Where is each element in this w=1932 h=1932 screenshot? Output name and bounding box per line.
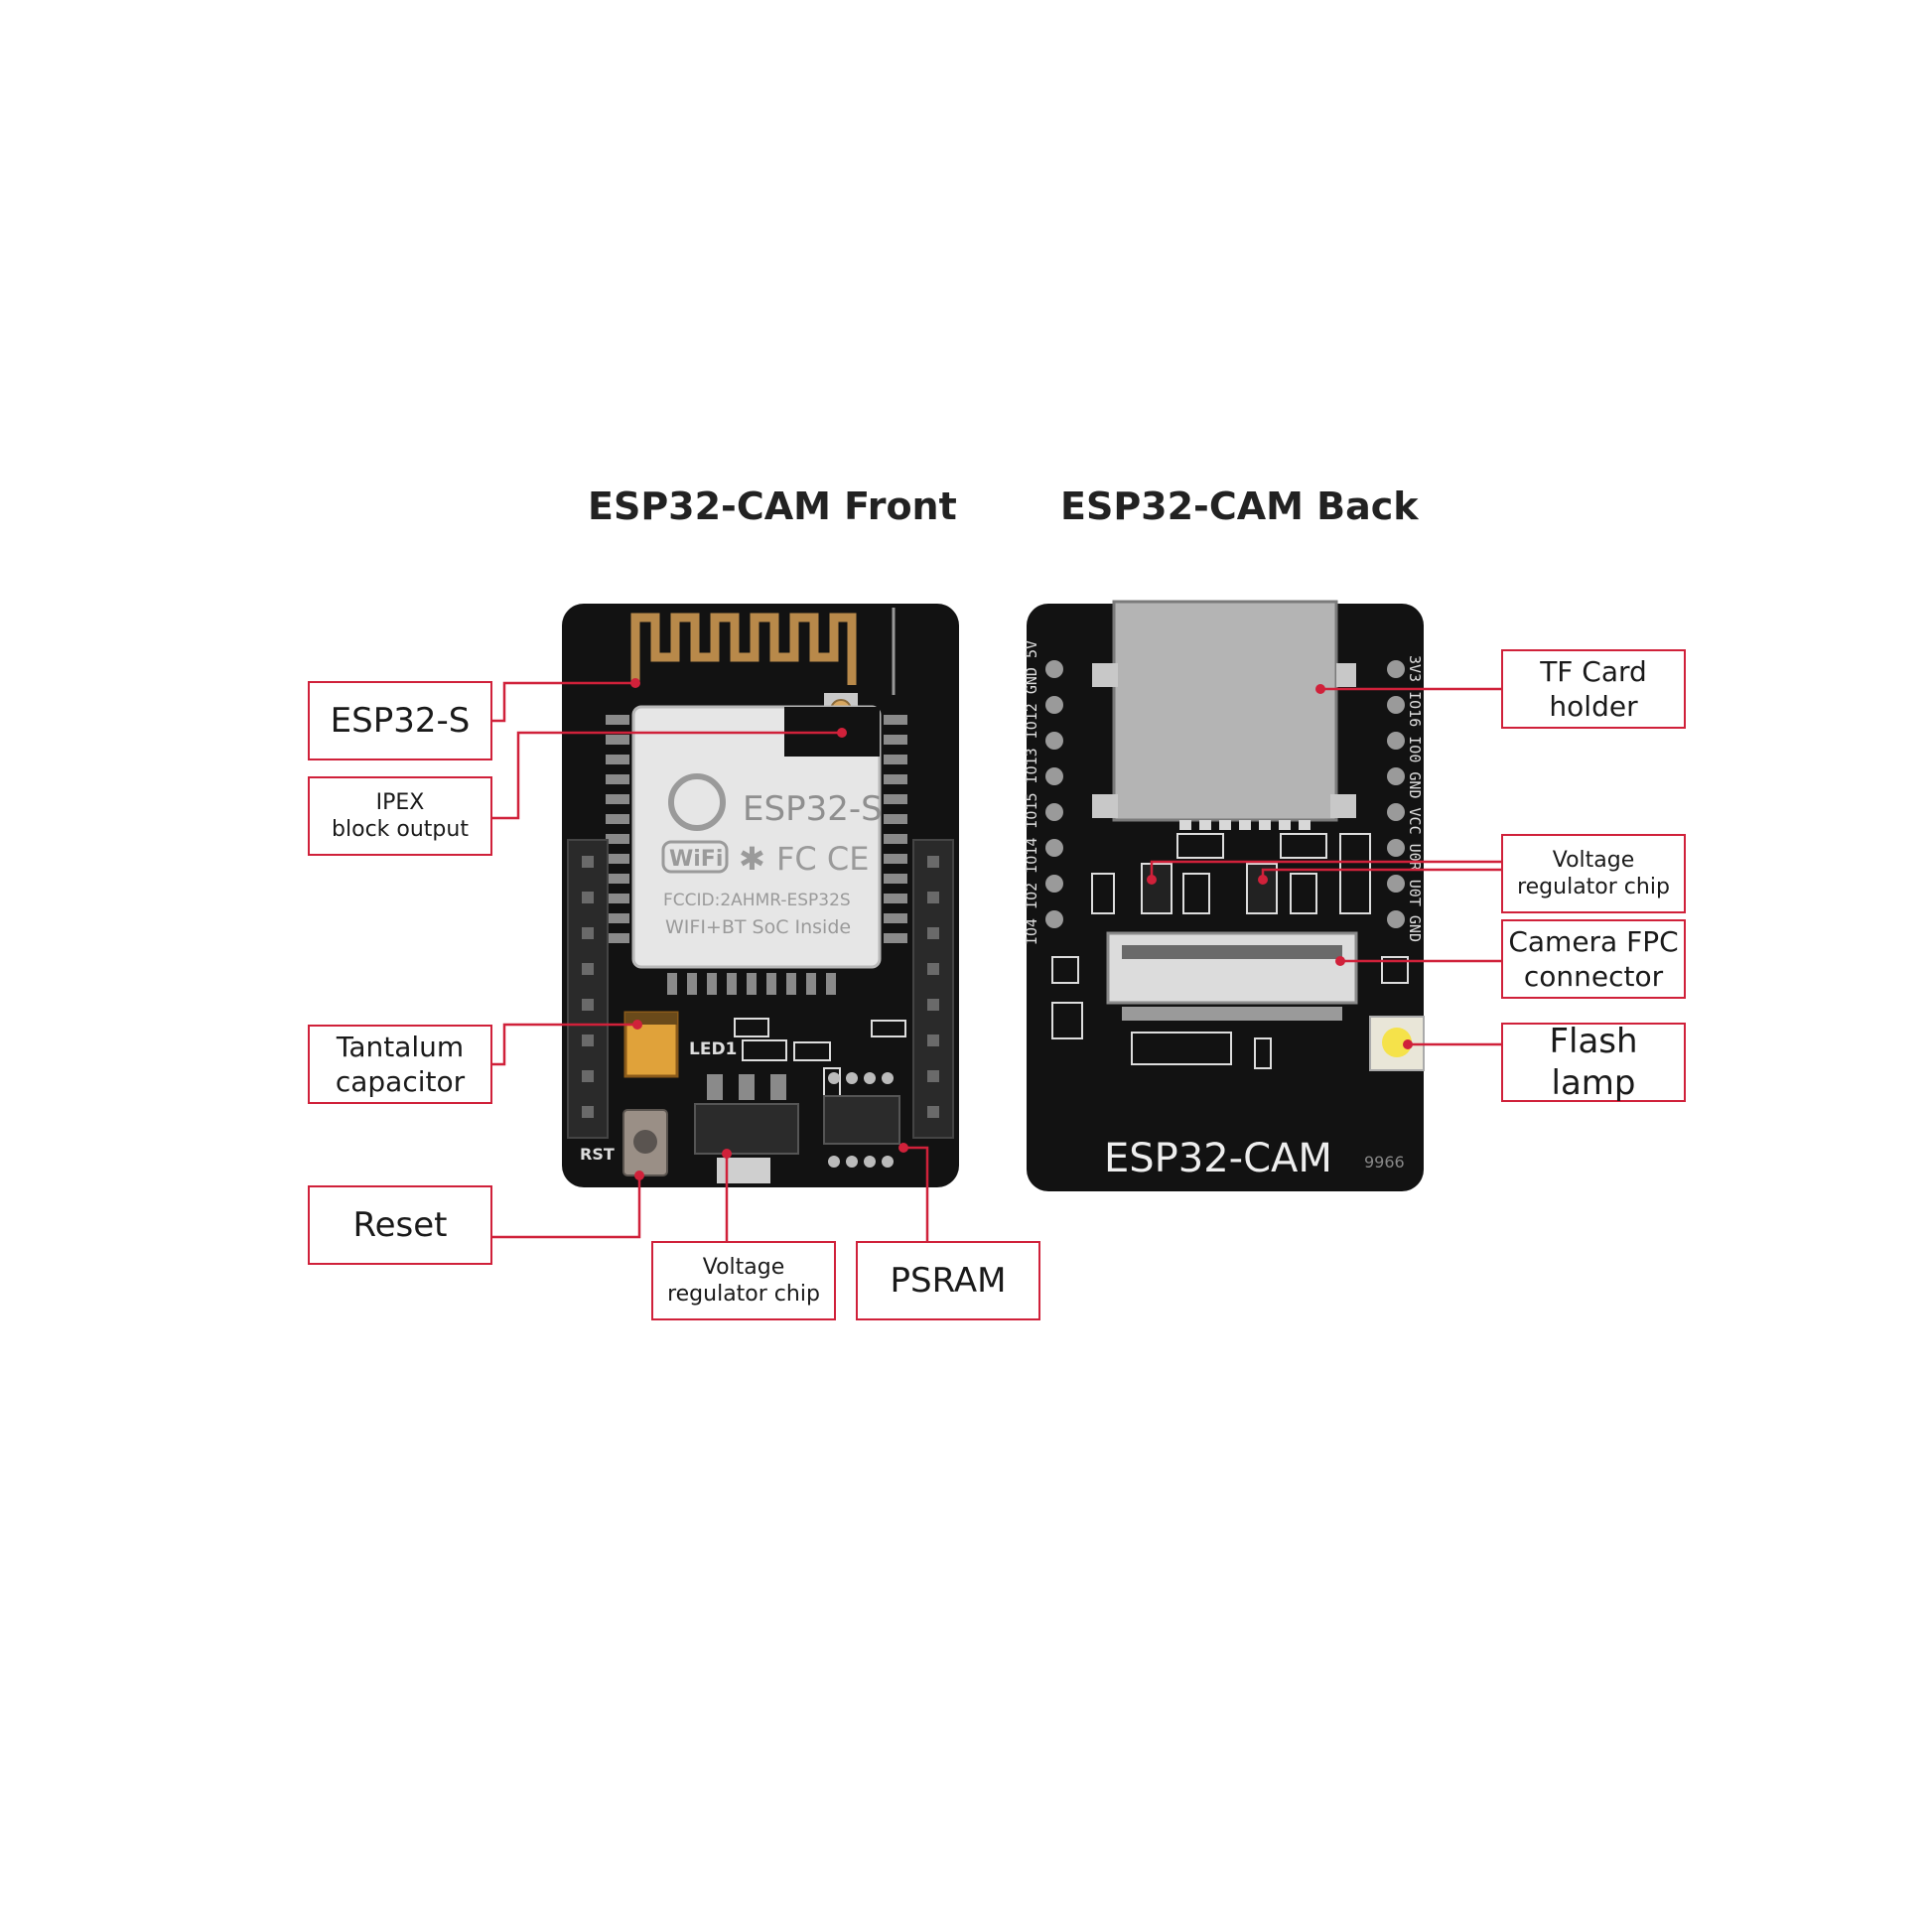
- back-code-print: 9966: [1364, 1153, 1405, 1172]
- label-front-voltage-regulator: Voltage regulator chip: [651, 1241, 836, 1320]
- wifi-logo-print: WiFi: [669, 847, 723, 872]
- led-print: LED1: [689, 1039, 737, 1059]
- esp32s-module: ESP32-S WiFi ✱ FC CE FCCID:2AHMR-ESP32S …: [631, 705, 883, 969]
- back-board: IO4 IO2 IO14 IO15 IO13 IO12 GND 5V 3V3 I…: [1023, 600, 1425, 1191]
- front-header-pins: [567, 839, 954, 1139]
- tf-card-holder: [1092, 600, 1356, 830]
- label-tf-card-holder: TF Card holder: [1501, 649, 1686, 729]
- leader-lines: [492, 681, 1501, 1241]
- label-back-voltage-regulator: Voltage regulator chip: [1501, 834, 1686, 913]
- front-smd-parts: [734, 1018, 906, 1103]
- soc-print: WIFI+BT SoC Inside: [665, 916, 851, 938]
- label-flash-lamp: Flash lamp: [1501, 1022, 1686, 1103]
- pcb-antenna: [630, 613, 857, 685]
- leader-dots: [630, 678, 1413, 1180]
- right-pin-print: 3V3 IO16 IO0 GND VCC U0R U0T GND: [1406, 655, 1424, 942]
- back-title: ESP32-CAM Back: [1060, 484, 1419, 528]
- back-smd-parts: [1051, 956, 1409, 1069]
- back-pin-pads: [1045, 660, 1405, 928]
- reset-button: [622, 1109, 668, 1176]
- left-pin-print: IO4 IO2 IO14 IO15 IO13 IO12 GND 5V: [1023, 640, 1040, 945]
- label-psram: PSRAM: [856, 1241, 1040, 1320]
- psram-chip: [823, 1072, 900, 1168]
- fcc-ce-icon: FC CE: [776, 840, 869, 878]
- label-camera-fpc-connector: Camera FPC connector: [1501, 919, 1686, 999]
- label-ipex-block-output: IPEX block output: [308, 776, 492, 856]
- back-name-print: ESP32-CAM: [1104, 1136, 1332, 1181]
- front-title: ESP32-CAM Front: [588, 484, 957, 528]
- label-esp32s: ESP32-S: [308, 681, 492, 760]
- label-tantalum-capacitor: Tantalum capacitor: [308, 1025, 492, 1104]
- front-board: ESP32-S WiFi ✱ FC CE FCCID:2AHMR-ESP32S …: [562, 604, 959, 1187]
- camera-fpc-connector: [1106, 931, 1358, 1021]
- rst-print: RST: [580, 1145, 615, 1164]
- bluetooth-icon: ✱: [739, 840, 765, 878]
- label-reset: Reset: [308, 1185, 492, 1265]
- module-pads: [606, 715, 907, 995]
- module-name-print: ESP32-S: [743, 789, 883, 829]
- fcc-id-print: FCCID:2AHMR-ESP32S: [663, 891, 851, 910]
